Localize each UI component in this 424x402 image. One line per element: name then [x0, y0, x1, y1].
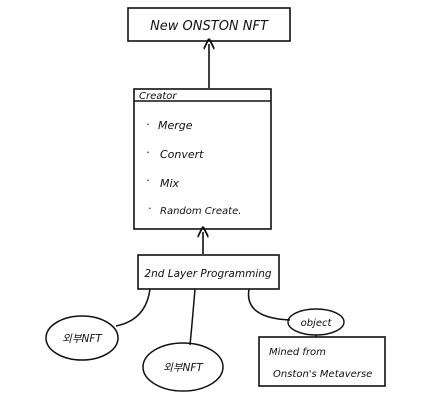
connector-external-nft-1	[115, 288, 151, 327]
new-onston-nft-node: New ONSTON NFT	[127, 7, 291, 42]
connector-object	[247, 288, 291, 321]
object-node: object	[287, 308, 345, 336]
object-label: object	[301, 318, 333, 329]
layer2-programming-label: 2nd Layer Programming	[144, 268, 271, 280]
creator-title: Creator	[139, 91, 177, 102]
external-nft-label-1: 외부NFT	[62, 333, 103, 345]
new-onston-nft-label: New ONSTON NFT	[150, 19, 269, 34]
creator-item-mix: Mix	[160, 177, 180, 190]
creator-item-bullet: ·	[146, 174, 150, 187]
creator-item-random-create: Random Create.	[160, 206, 241, 217]
creator-item-merge: Merge	[158, 119, 193, 132]
creator-item-bullet: ·	[146, 118, 150, 131]
external-nft-label-2: 외부NFT	[163, 362, 204, 374]
layer2-programming-node: 2nd Layer Programming	[137, 254, 280, 290]
creator-node: Creator · Merge · Convert · Mix · Random…	[133, 88, 272, 230]
creator-item-bullet: ·	[146, 146, 150, 159]
creator-item-convert: Convert	[160, 148, 204, 161]
mined-label-line1: Mined from	[269, 347, 326, 358]
connector-external-nft-2	[189, 288, 196, 346]
mined-label-line2: Onston's Metaverse	[273, 369, 372, 380]
mined-from-metaverse-node: Mined from Onston's Metaverse	[258, 336, 386, 387]
creator-item-bullet: ·	[148, 202, 152, 215]
external-nft-node-2: 외부NFT	[142, 342, 224, 392]
external-nft-node-1: 외부NFT	[45, 315, 119, 361]
